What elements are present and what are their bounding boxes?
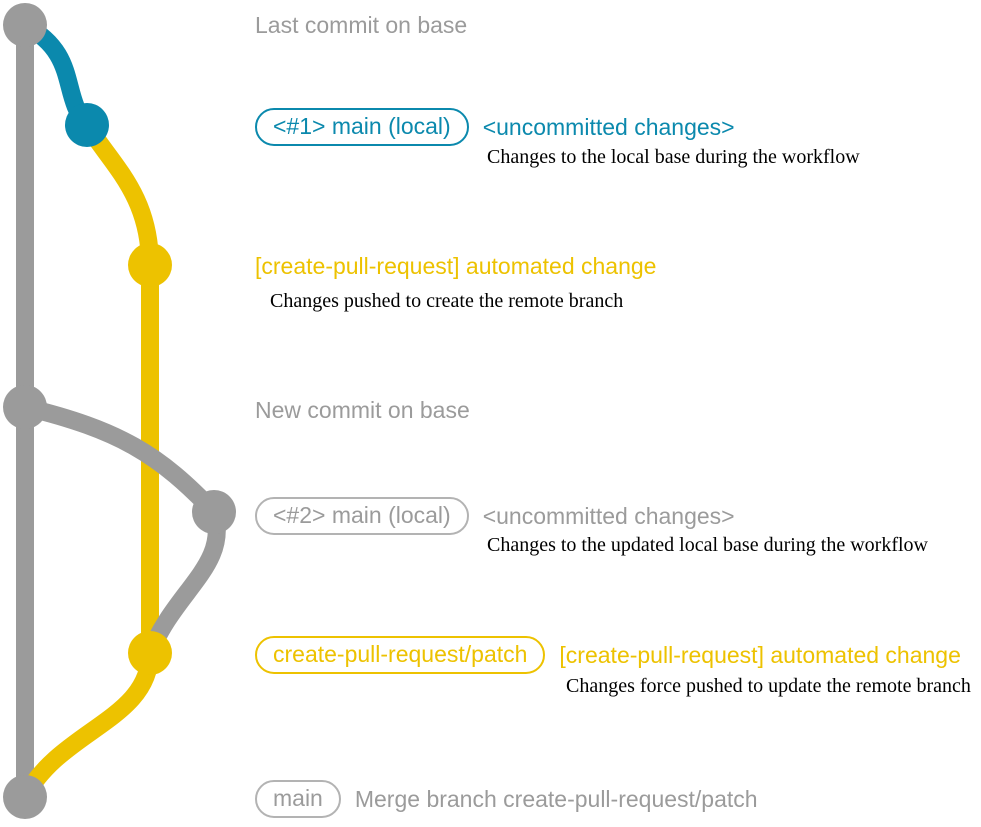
commit-row-patch: create-pull-request/patch [create-pull-r…	[255, 636, 961, 675]
commit-subject-local-main-2: <uncommitted changes>	[482, 503, 735, 529]
commit-subject-automated-change-1: [create-pull-request] automated change	[255, 253, 657, 279]
branch-badge-local-main-2[interactable]: <#2> main (local)	[255, 497, 469, 536]
commit-subject-main-merge: Merge branch create-pull-request/patch	[354, 786, 758, 812]
commit-row-main-merge: main Merge branch create-pull-request/pa…	[255, 780, 758, 819]
commit-node-base-new[interactable]	[3, 385, 47, 429]
branch-badge-local-main-1[interactable]: <#1> main (local)	[255, 108, 469, 147]
commit-node-patch[interactable]	[128, 631, 172, 675]
commit-node-automated-change-1[interactable]	[128, 243, 172, 287]
commit-description-local-main-2: Changes to the updated local base during…	[487, 534, 928, 556]
commit-description-patch: Changes force pushed to update the remot…	[566, 675, 971, 697]
merge-line	[16, 644, 159, 806]
branch-badge-create-pull-request-patch[interactable]: create-pull-request/patch	[255, 636, 546, 675]
commit-subject-local-main-1: <uncommitted changes>	[482, 114, 735, 140]
commit-row-local-main-1: <#1> main (local) <uncommitted changes>	[255, 108, 735, 147]
branch-badge-main[interactable]: main	[255, 780, 341, 819]
commit-subject-new-commit-on-base: New commit on base	[255, 397, 470, 423]
commit-subject-patch: [create-pull-request] automated change	[559, 642, 961, 668]
commit-description-automated-change-1: Changes pushed to create the remote bran…	[270, 290, 624, 312]
commit-node-local-main-2[interactable]	[192, 490, 236, 534]
commit-node-main-merge[interactable]	[3, 775, 47, 819]
commit-subject-last-commit-on-base: Last commit on base	[255, 12, 468, 38]
commit-row-local-main-2: <#2> main (local) <uncommitted changes>	[255, 497, 735, 536]
commit-node-base-last[interactable]	[3, 3, 47, 47]
commit-description-local-main-1: Changes to the local base during the wor…	[487, 146, 860, 168]
commit-node-local-main-1[interactable]	[65, 103, 109, 147]
